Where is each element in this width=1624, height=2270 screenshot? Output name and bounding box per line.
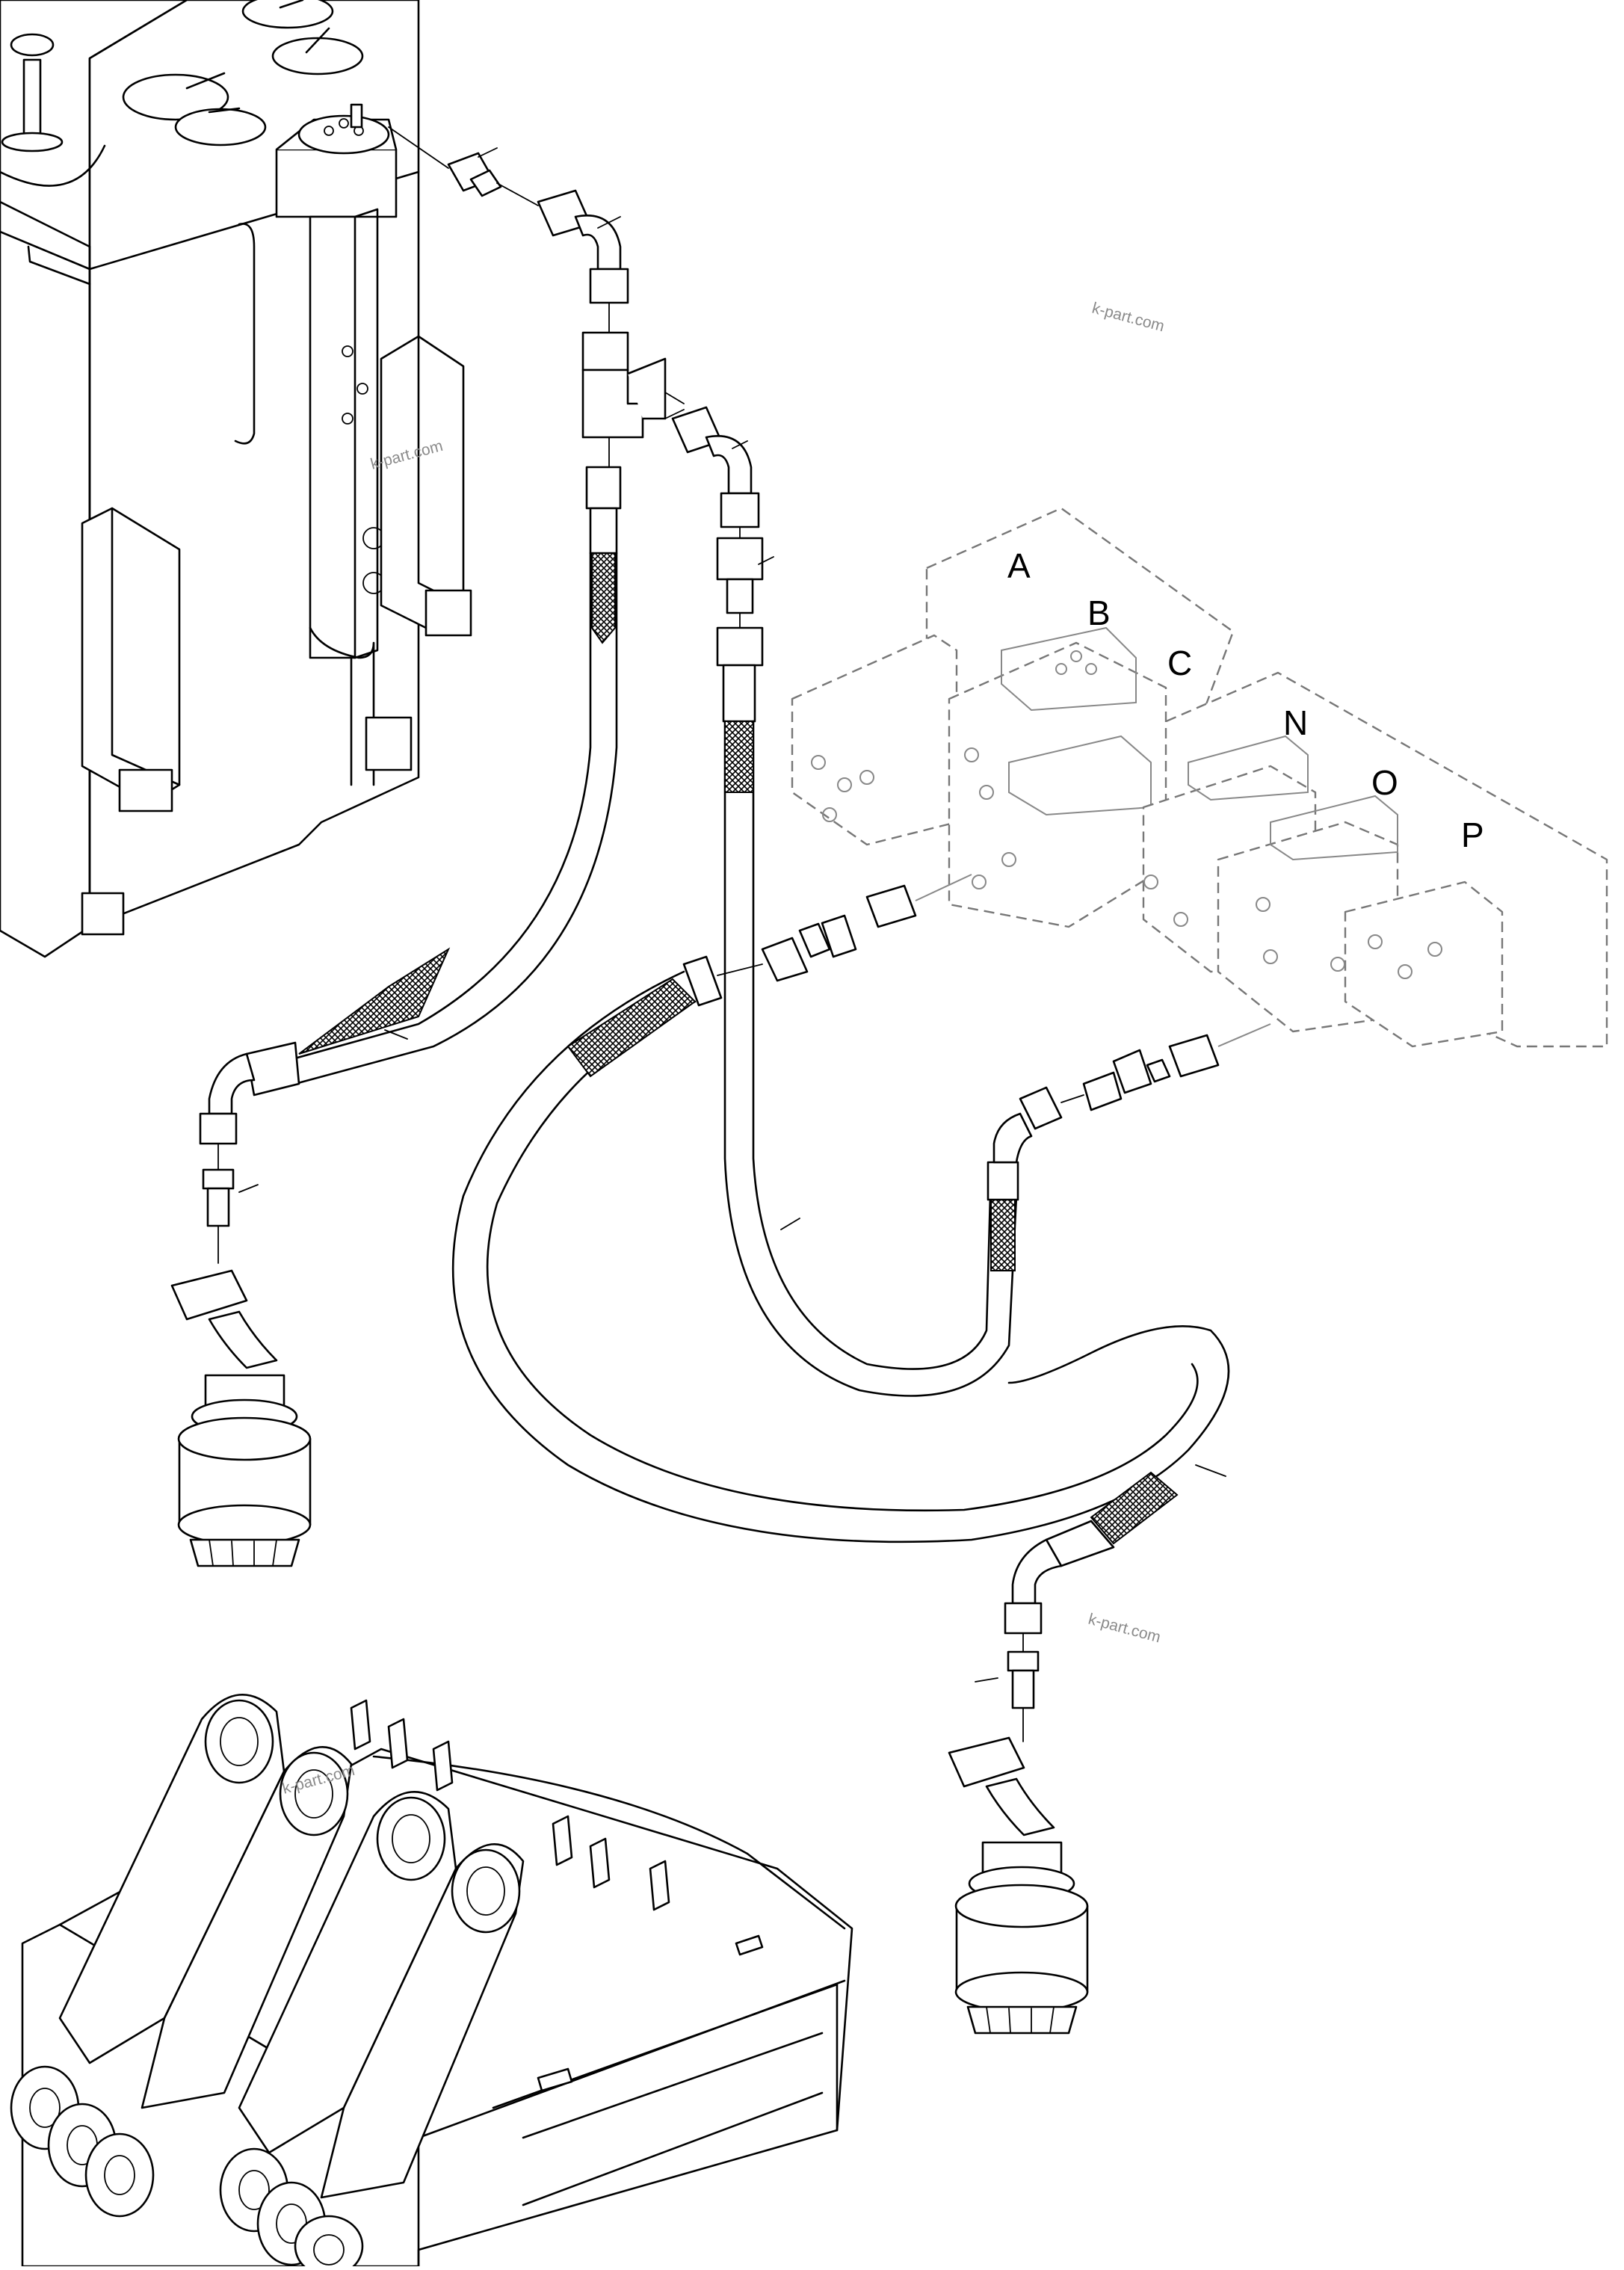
hose-left	[199, 466, 622, 1264]
hose-long-loop	[451, 874, 1230, 1742]
valve-label-o: O	[1371, 763, 1398, 802]
tank-fittings	[388, 126, 774, 629]
watermark: k-part.com	[1090, 300, 1167, 336]
hose-middle	[716, 626, 1271, 1397]
actuator-left	[170, 1269, 312, 1567]
actuator-right	[948, 1736, 1089, 2035]
valve-label-p: P	[1461, 815, 1484, 854]
watermark: k-part.com	[1087, 1611, 1163, 1647]
valve-label-c: C	[1167, 644, 1192, 682]
valve-label-b: B	[1087, 593, 1111, 632]
valve-label-a: A	[1007, 546, 1031, 585]
control-valve-group	[791, 507, 1608, 1048]
hydraulic-tank	[0, 0, 472, 958]
boom-base-frame	[10, 1694, 853, 2270]
valve-label-n: N	[1283, 703, 1308, 742]
